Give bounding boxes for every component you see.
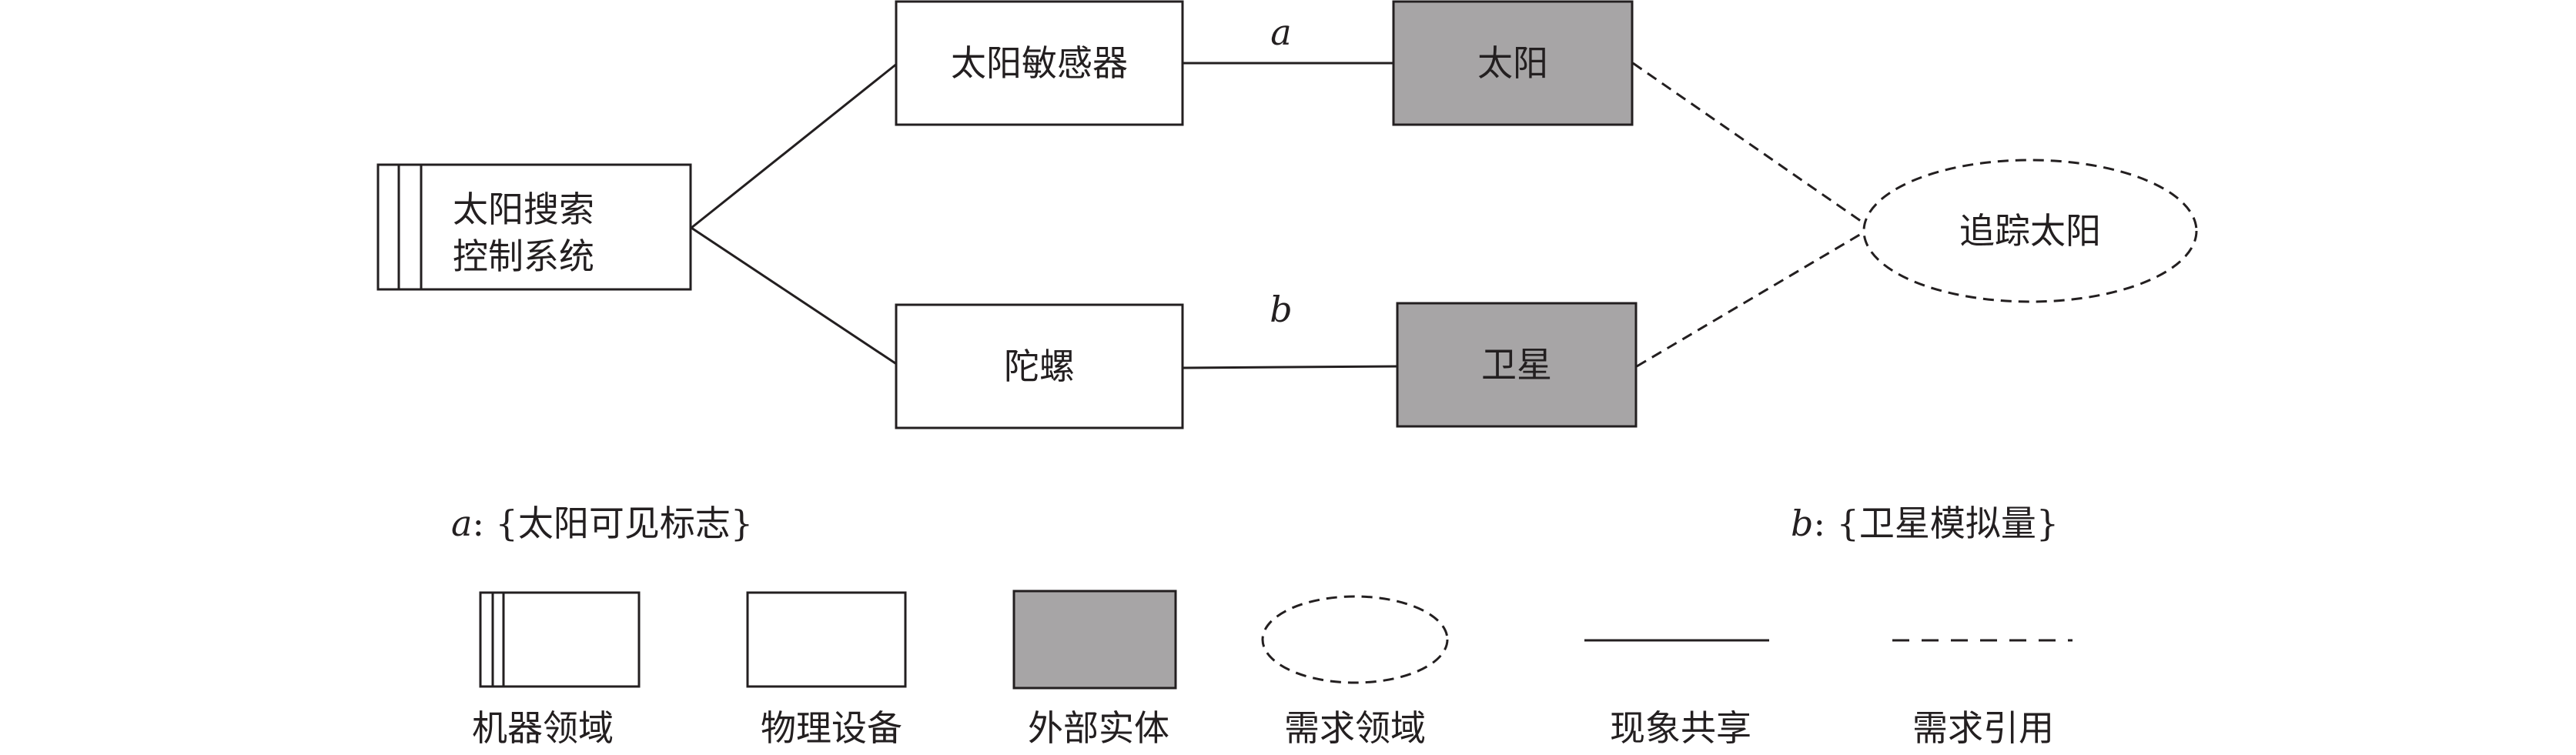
machine-domain-label-line1: 太阳搜索 xyxy=(453,189,594,230)
phenomenon-b: b: {卫星模拟量} xyxy=(1791,503,2059,544)
sun-node: 太阳 xyxy=(1392,0,1634,126)
edge-machine-gyro xyxy=(691,226,898,366)
edge-sun-requirement xyxy=(1632,62,1867,226)
edge-satellite-requirement xyxy=(1636,229,1867,368)
phenomenon-b-text: : {卫星模拟量} xyxy=(1813,503,2059,544)
legend-machine-domain-symbol xyxy=(479,591,641,688)
legend-requirement-domain-symbol xyxy=(1261,595,1449,684)
machine-domain-label-line2: 控制系统 xyxy=(453,236,594,277)
gyro-node: 陀螺 xyxy=(895,303,1184,429)
legend-requirement-reference-label: 需求引用 xyxy=(1912,707,2054,749)
edge-machine-sun-sensor xyxy=(691,62,898,229)
machine-domain-node: 太阳搜索 控制系统 xyxy=(376,163,692,291)
phenomenon-a: a: {太阳可见标志} xyxy=(451,503,753,544)
gyro-label: 陀螺 xyxy=(1004,346,1075,387)
legend-requirement-domain-label: 需求领域 xyxy=(1284,707,1426,749)
requirement-node: 追踪太阳 xyxy=(1862,159,2198,303)
edge-b-gyro-satellite xyxy=(1183,365,1399,369)
edge-a-label: a xyxy=(1270,12,1291,53)
legend-external-entity-symbol xyxy=(1012,590,1177,690)
satellite-node: 卫星 xyxy=(1396,302,1638,428)
legend-phenomenon-sharing-label: 现象共享 xyxy=(1610,707,1751,749)
legend-machine-domain-label: 机器领域 xyxy=(472,707,614,749)
phenomenon-a-key: a xyxy=(451,503,472,544)
satellite-label: 卫星 xyxy=(1481,344,1552,386)
phenomenon-b-key: b xyxy=(1791,503,1813,544)
legend-physical-device-symbol xyxy=(746,591,907,688)
sun-label: 太阳 xyxy=(1477,42,1548,84)
edge-b-label: b xyxy=(1270,289,1292,330)
requirement-label: 追踪太阳 xyxy=(1959,210,2101,252)
legend-physical-device-label: 物理设备 xyxy=(761,707,902,749)
phenomenon-a-text: : {太阳可见标志} xyxy=(472,503,753,544)
sun-sensor-node: 太阳敏感器 xyxy=(895,0,1184,126)
legend: 机器领域 物理设备 外部实体 需求领域 现象共享 需求引用 xyxy=(472,590,2073,749)
legend-external-entity-label: 外部实体 xyxy=(1028,707,1169,749)
sun-sensor-label: 太阳敏感器 xyxy=(951,42,1128,84)
